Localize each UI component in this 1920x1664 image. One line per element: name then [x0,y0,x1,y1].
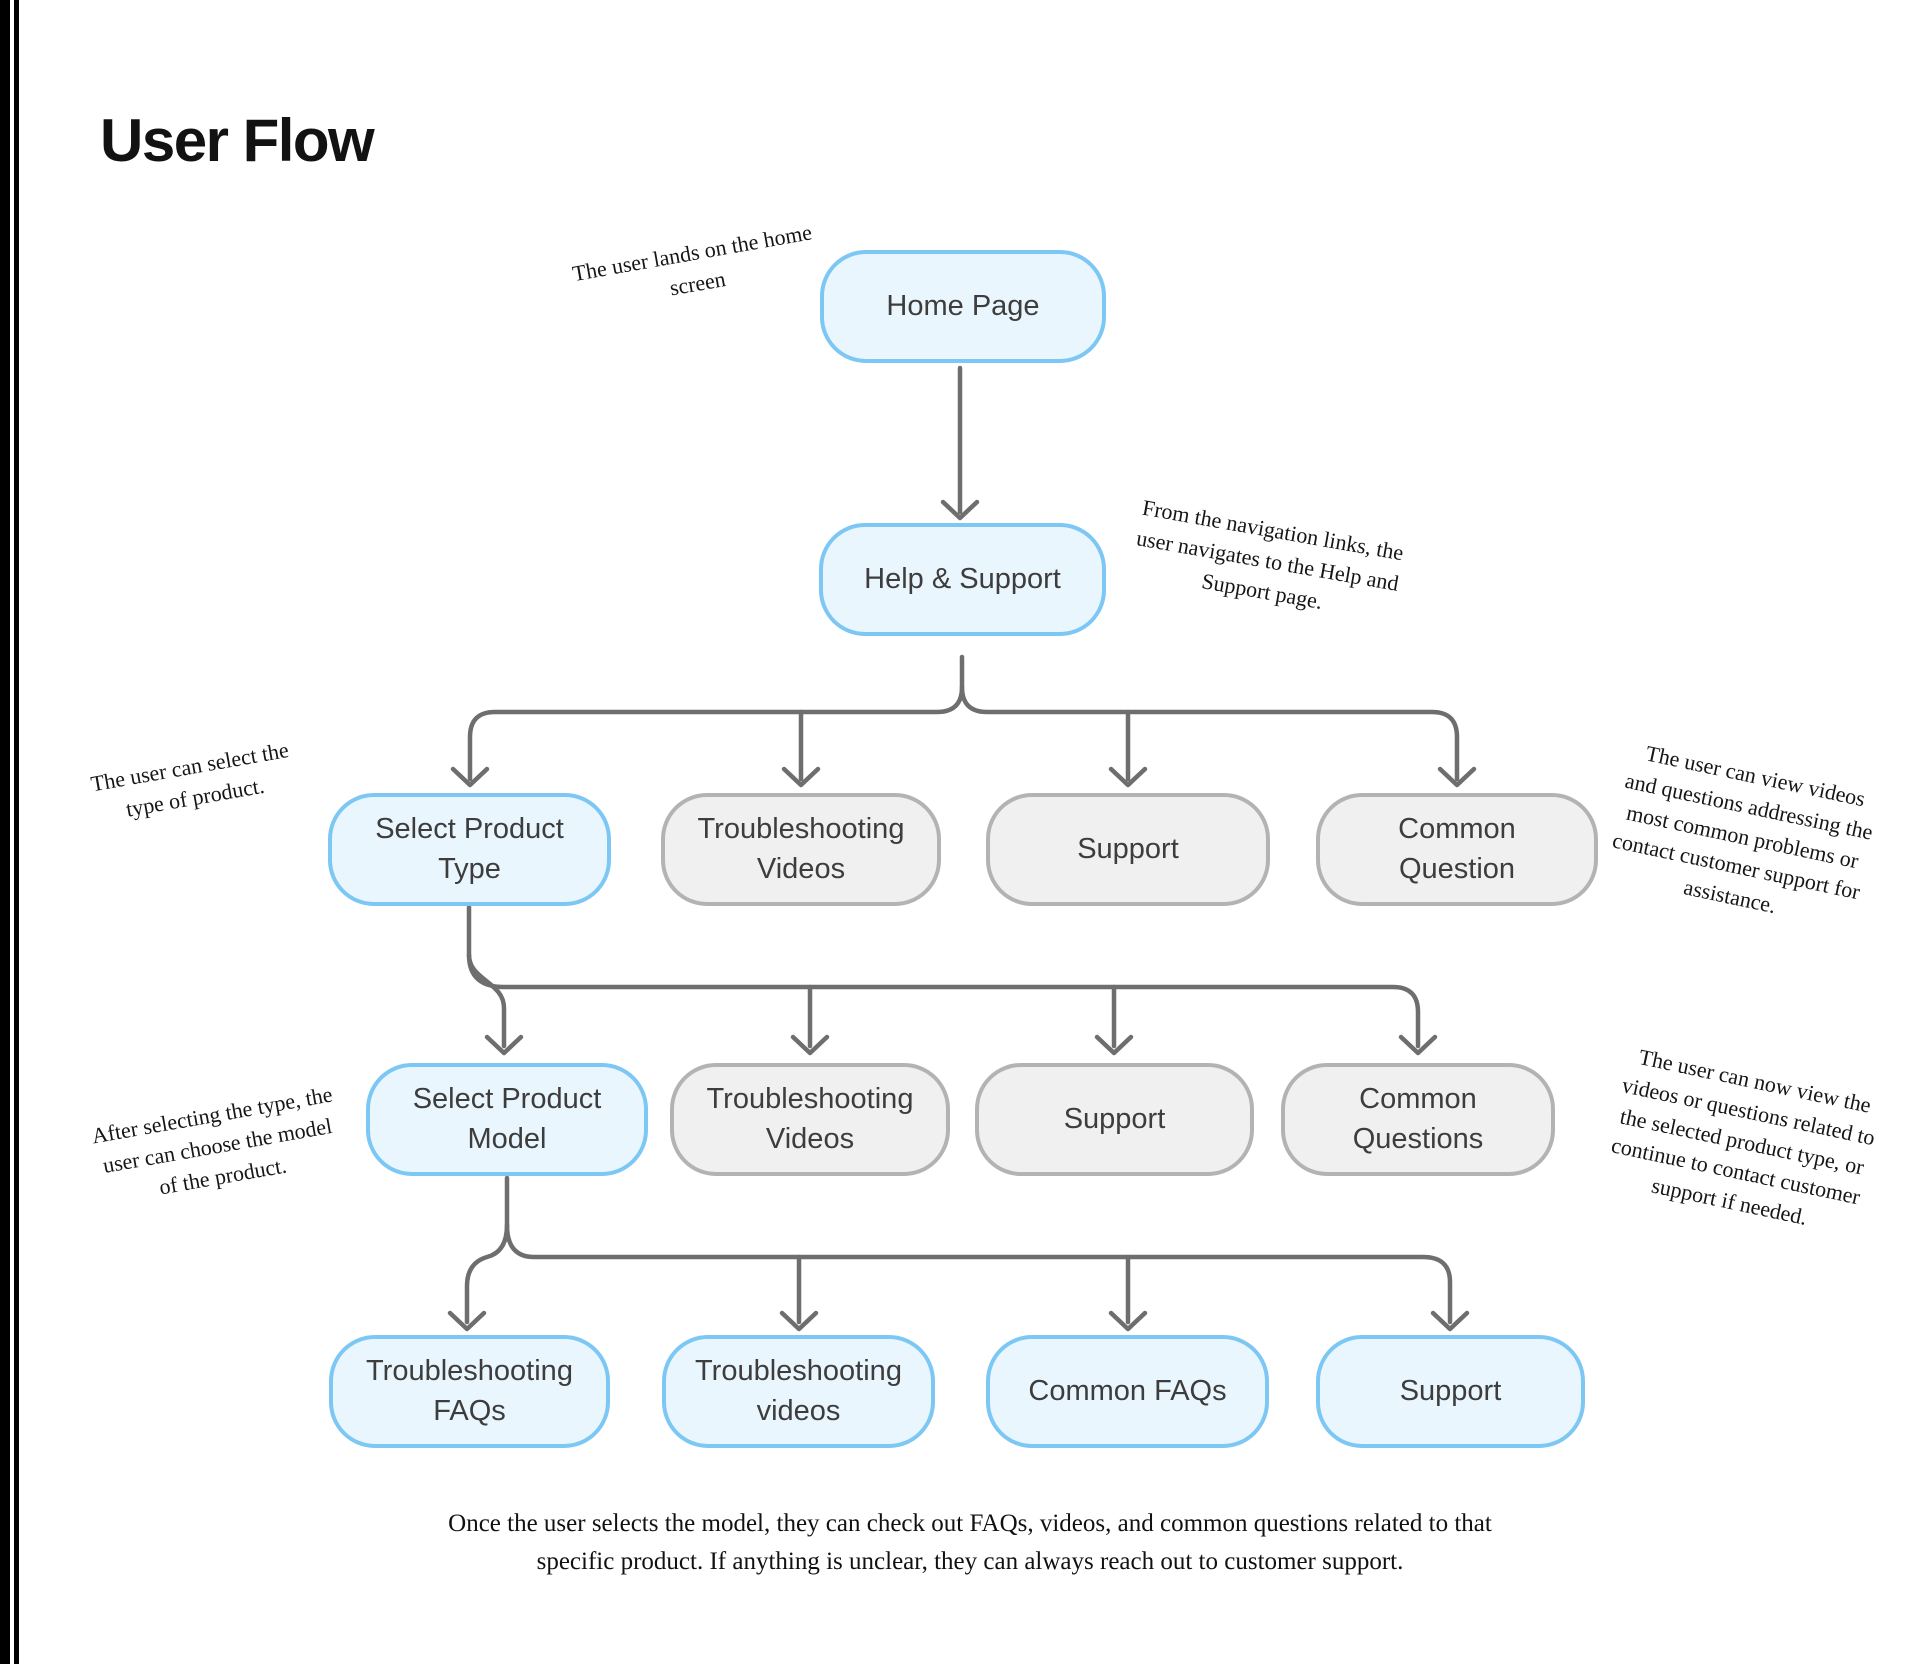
node-common-faqs[interactable]: Common FAQs [986,1335,1269,1448]
node-label: Home Page [886,289,1040,322]
node-home-page[interactable]: Home Page [820,250,1106,363]
node-common-questions-row3[interactable]: Common Questions [1281,1063,1555,1176]
node-help-support[interactable]: Help & Support [819,523,1106,636]
bottom-caption: Once the user selects the model, they ca… [448,1510,1492,1575]
node-select-product-model[interactable]: Select Product Model [366,1063,648,1176]
node-label: Support [1077,832,1179,865]
connector-type-to-row3 [466,904,1438,1056]
node-label: Troubleshooting Videos [706,1083,914,1155]
connector-help-to-row2 [450,654,1477,788]
node-troubleshooting-videos-row3[interactable]: Troubleshooting Videos [670,1063,950,1176]
node-label: Troubleshooting Videos [697,813,905,885]
node-support-row2[interactable]: Support [986,793,1270,906]
node-label: Troubleshooting FAQs [366,1355,573,1427]
node-label: Support [1063,1102,1166,1135]
left-edge-bar [0,0,10,1664]
node-label: Help & Support [864,562,1061,595]
node-troubleshooting-faqs[interactable]: Troubleshooting FAQs [329,1335,610,1448]
connector-model-to-row4 [447,1175,1470,1332]
node-label: Select Product Type [375,813,564,885]
node-common-question-row2[interactable]: Common Question [1316,793,1598,906]
node-label: Common FAQs [1028,1374,1227,1407]
node-label: Support [1399,1374,1502,1407]
left-edge-line [14,0,19,1664]
node-select-product-type[interactable]: Select Product Type [328,793,611,906]
node-label: Common Question [1398,813,1516,885]
node-support-row4[interactable]: Support [1316,1335,1585,1448]
node-troubleshooting-videos-row2[interactable]: Troubleshooting Videos [661,793,941,906]
node-label: Common Questions [1352,1083,1484,1155]
node-label: Select Product Model [412,1083,602,1155]
node-troubleshooting-videos-row4[interactable]: Troubleshooting videos [662,1335,935,1448]
connector-home-to-help [940,365,980,521]
node-label: Troubleshooting videos [695,1355,902,1427]
page-title: User Flow [100,107,375,174]
node-support-row3[interactable]: Support [975,1063,1254,1176]
